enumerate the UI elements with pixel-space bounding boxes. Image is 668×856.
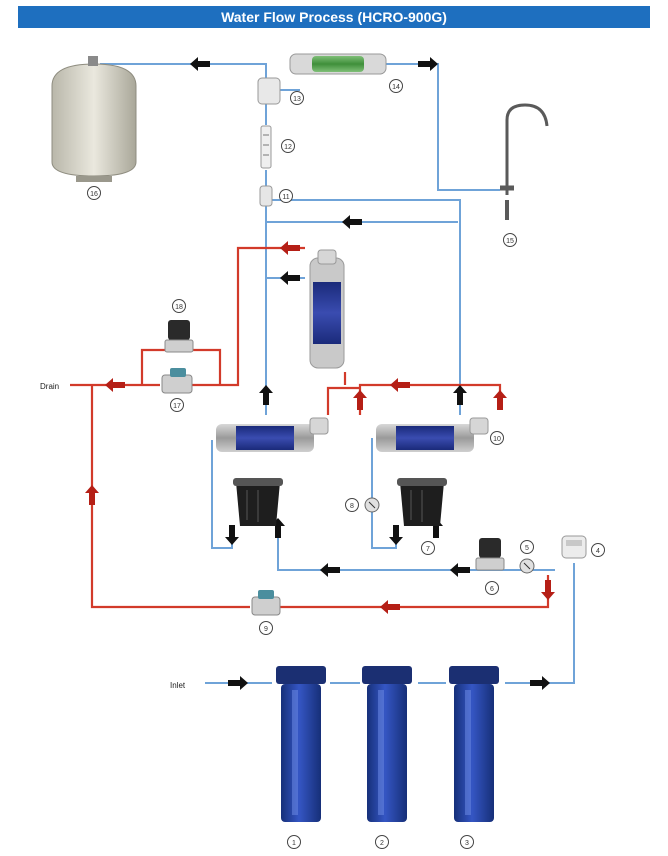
arrow-left-icon (105, 378, 125, 392)
booster-pump-right (397, 478, 447, 526)
page-title: Water Flow Process (HCRO-900G) (18, 6, 650, 28)
arrow-right-icon (418, 57, 438, 71)
prefilter-3 (449, 666, 499, 822)
arrow-left-icon (342, 215, 362, 229)
storage-tank-16 (51, 56, 137, 182)
prefilter-2 (362, 666, 412, 822)
arrow-down-icon (541, 580, 555, 600)
pressure-gauge-5 (519, 558, 535, 574)
flush-valve-9 (251, 590, 281, 616)
label-10: 10 (493, 436, 501, 443)
label-17: 17 (173, 403, 181, 410)
label-2: 2 (380, 840, 384, 847)
ro-membrane-right (376, 417, 489, 452)
label-11: 11 (282, 194, 289, 201)
faucet-15 (500, 103, 549, 220)
check-valve-11 (259, 185, 273, 207)
label-14: 14 (392, 84, 400, 91)
prefilter-1 (276, 666, 326, 822)
label-18: 18 (175, 304, 183, 311)
label-9: 9 (264, 626, 268, 633)
label-8: 8 (350, 503, 354, 510)
arrow-left-icon (380, 600, 400, 614)
arrow-left-icon (280, 271, 300, 285)
drain-label: Drain (40, 382, 59, 391)
arrow-up-icon (259, 385, 273, 405)
label-7: 7 (426, 546, 430, 553)
low-pressure-switch (561, 535, 587, 559)
arrow-left-icon (280, 241, 300, 255)
post-carbon-filter-14 (289, 53, 387, 75)
pressure-gauge-8 (364, 497, 380, 513)
arrow-up-icon (493, 390, 507, 410)
label-12: 12 (284, 144, 292, 151)
label-5: 5 (525, 545, 529, 552)
label-1: 1 (292, 840, 296, 847)
label-4: 4 (596, 548, 600, 555)
arrow-up-icon (353, 390, 367, 410)
arrow-right-icon (228, 676, 248, 690)
component-labels: 1 2 3 4 5 6 7 8 9 10 11 12 13 14 15 16 1… (87, 79, 605, 849)
arrow-down-icon (389, 525, 403, 545)
inlet-solenoid-valve (475, 538, 505, 571)
drain-arrows (85, 241, 555, 614)
arrow-left-icon (190, 57, 210, 71)
pressure-switch-13 (257, 77, 281, 105)
inlet-label: Inlet (170, 681, 186, 690)
label-15: 15 (506, 238, 514, 245)
arrow-right-icon (530, 676, 550, 690)
arrow-left-icon (320, 563, 340, 577)
arrow-left-icon (450, 563, 470, 577)
label-3: 3 (465, 840, 469, 847)
arrow-up-icon (85, 485, 99, 505)
arrow-left-icon (390, 378, 410, 392)
label-6: 6 (490, 586, 494, 593)
flow-arrows (190, 57, 550, 690)
label-13: 13 (293, 96, 301, 103)
drain-solenoid-18 (164, 320, 194, 353)
ro-membrane-vertical (309, 249, 345, 369)
ro-membrane-left (216, 417, 329, 452)
arrow-down-icon (225, 525, 239, 545)
label-16: 16 (90, 191, 98, 198)
arrow-up-icon (453, 385, 467, 405)
booster-pump-left (233, 478, 283, 526)
flow-restrictor-17 (161, 368, 193, 394)
flow-meter-12 (260, 125, 272, 169)
